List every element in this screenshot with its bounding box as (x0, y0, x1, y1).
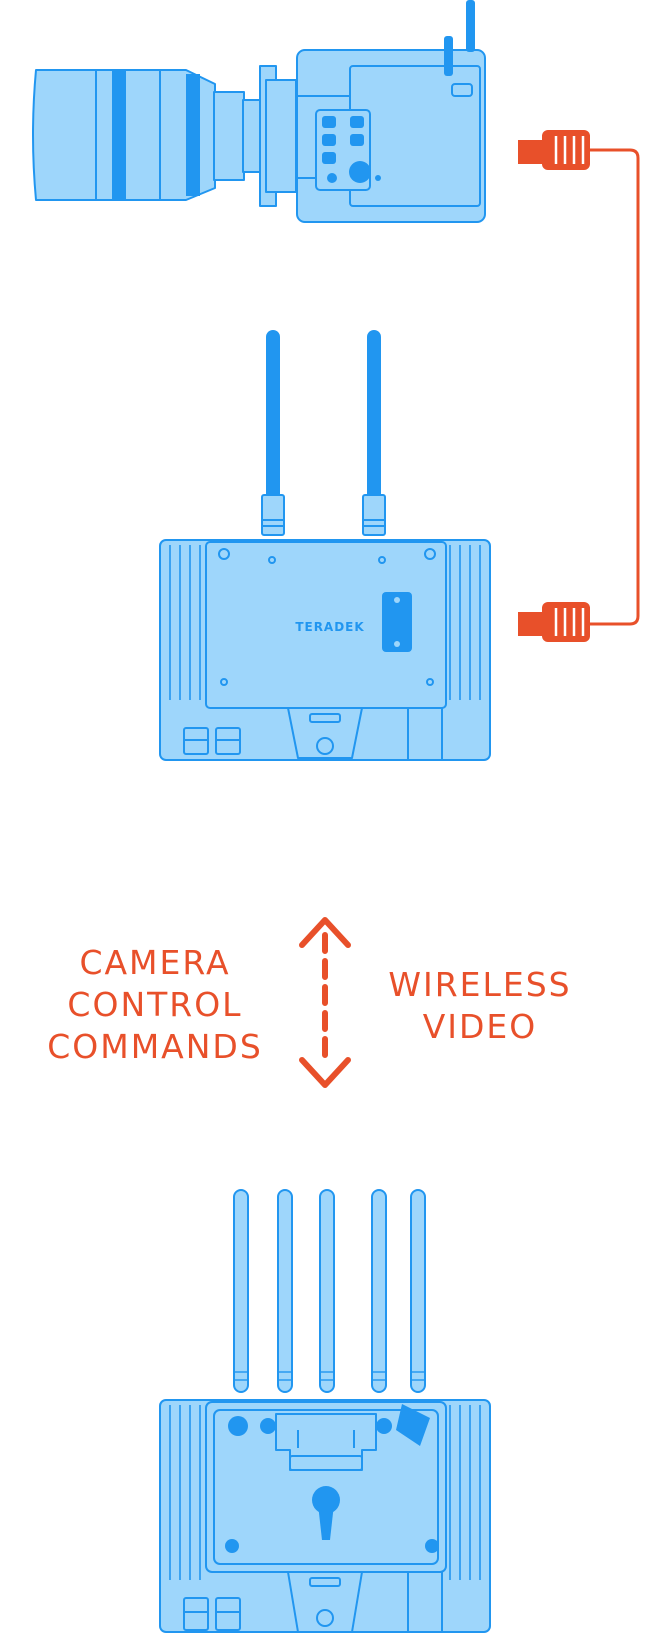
wireless-transmitter-icon (159, 330, 491, 761)
cinema-camera-icon (32, 0, 486, 223)
bidirectional-dashed-arrow-icon (299, 917, 351, 1088)
transmitter-brand-label: TERADEK (295, 620, 364, 634)
wireless-video-label: WIRELESS VIDEO (365, 964, 595, 1048)
left-label-line-2: CONTROL (67, 985, 243, 1024)
camera-control-commands-label: CAMERA CONTROL COMMANDS (30, 942, 280, 1068)
right-label-line-2: VIDEO (422, 1007, 538, 1046)
right-label-line-1: WIRELESS (388, 965, 572, 1004)
control-cable-icon (518, 130, 640, 642)
left-label-line-1: CAMERA (79, 943, 231, 982)
wireless-receiver-icon (159, 1189, 491, 1633)
left-label-line-3: COMMANDS (47, 1027, 263, 1066)
